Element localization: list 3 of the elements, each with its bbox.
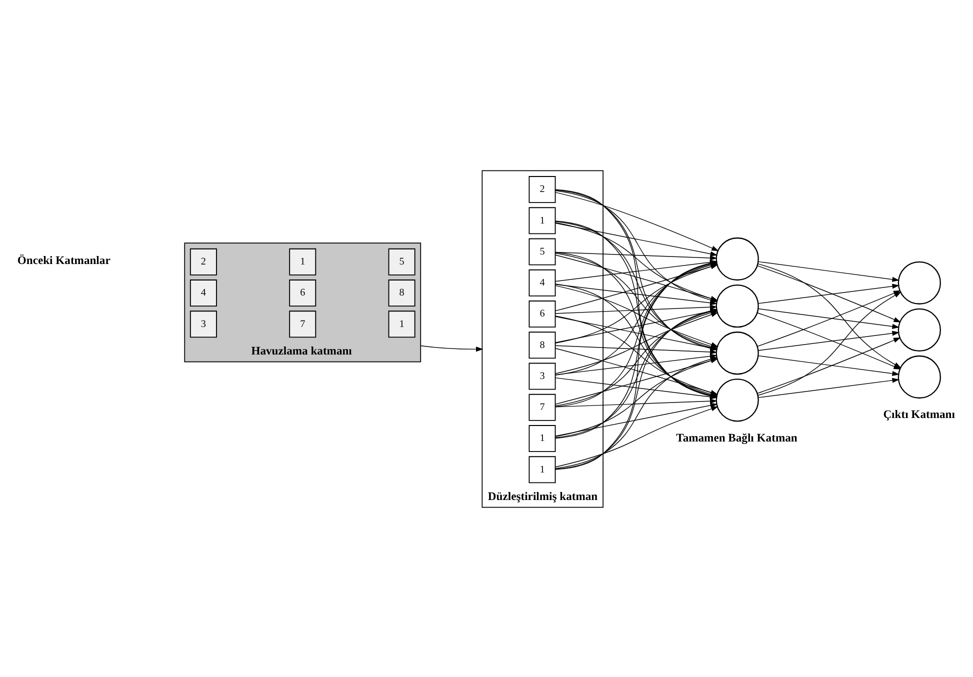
label: Tamamen Bağlı Katman [676,430,798,444]
label: Önceki Katmanlar [17,253,110,266]
label: Çıktı Katmanı [883,408,955,421]
